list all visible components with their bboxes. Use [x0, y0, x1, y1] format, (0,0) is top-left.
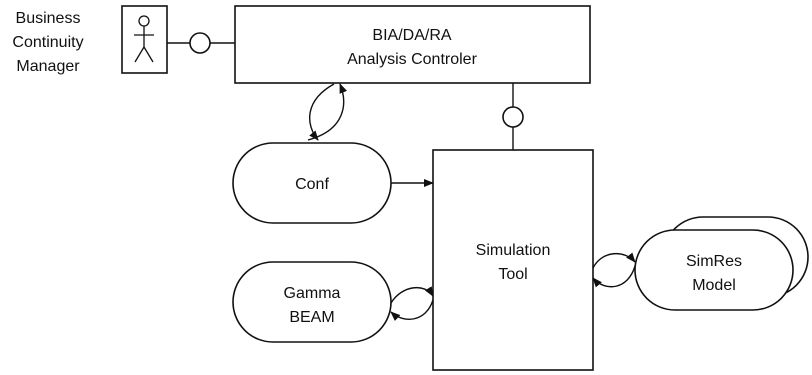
gamma-beam-label-line-2: BEAM: [289, 309, 334, 326]
loop-arrow-right: [592, 252, 636, 269]
simulation-box: [432, 149, 594, 371]
loop-arrow-down: [309, 83, 335, 141]
gamma-beam-node: Gamma BEAM: [232, 261, 392, 343]
interface-lollipop-icon: [502, 106, 524, 128]
simres-front-shape: [634, 229, 794, 311]
interface-lollipop-icon: [189, 32, 211, 54]
stick-figure-icon: [134, 15, 154, 63]
controller-label-line-2: Analysis Controler: [347, 51, 478, 68]
loop-arrow-up: [307, 83, 348, 141]
analysis-controller-node: BIA/DA/RA Analysis Controler: [234, 5, 591, 84]
loop-arrow-left: [592, 265, 636, 288]
loop-arrow-right: [390, 286, 434, 304]
simulation-label-line-1: Simulation: [476, 242, 551, 259]
actor-label-line-3: Manager: [16, 58, 80, 75]
simres-label-line-1: SimRes: [686, 253, 742, 270]
conf-node: Conf: [232, 142, 392, 224]
simulation-simres-loop: [592, 252, 636, 288]
loop-arrow-left: [390, 299, 434, 322]
actor-node: [121, 5, 168, 74]
gamma-beam-label-line-1: Gamma: [284, 285, 341, 302]
simulation-tool-node: Simulation Tool: [432, 149, 594, 371]
simres-label-line-2: Model: [692, 277, 736, 294]
gamma-simulation-loop: [390, 286, 434, 322]
actor-label-line-2: Continuity: [12, 34, 83, 51]
conf-label: Conf: [295, 176, 329, 193]
actor-label: Business Continuity Manager: [12, 10, 83, 75]
controller-box: [234, 5, 591, 84]
actor-controller-interface: [167, 32, 235, 54]
controller-label-line-1: BIA/DA/RA: [372, 27, 451, 44]
simres-model-node: SimRes Model: [634, 216, 809, 311]
gamma-beam-shape: [232, 261, 392, 343]
simulation-label-line-2: Tool: [498, 266, 527, 283]
controller-simulation-interface: [502, 83, 524, 150]
controller-conf-loop: [307, 83, 348, 141]
actor-label-line-1: Business: [16, 10, 81, 27]
